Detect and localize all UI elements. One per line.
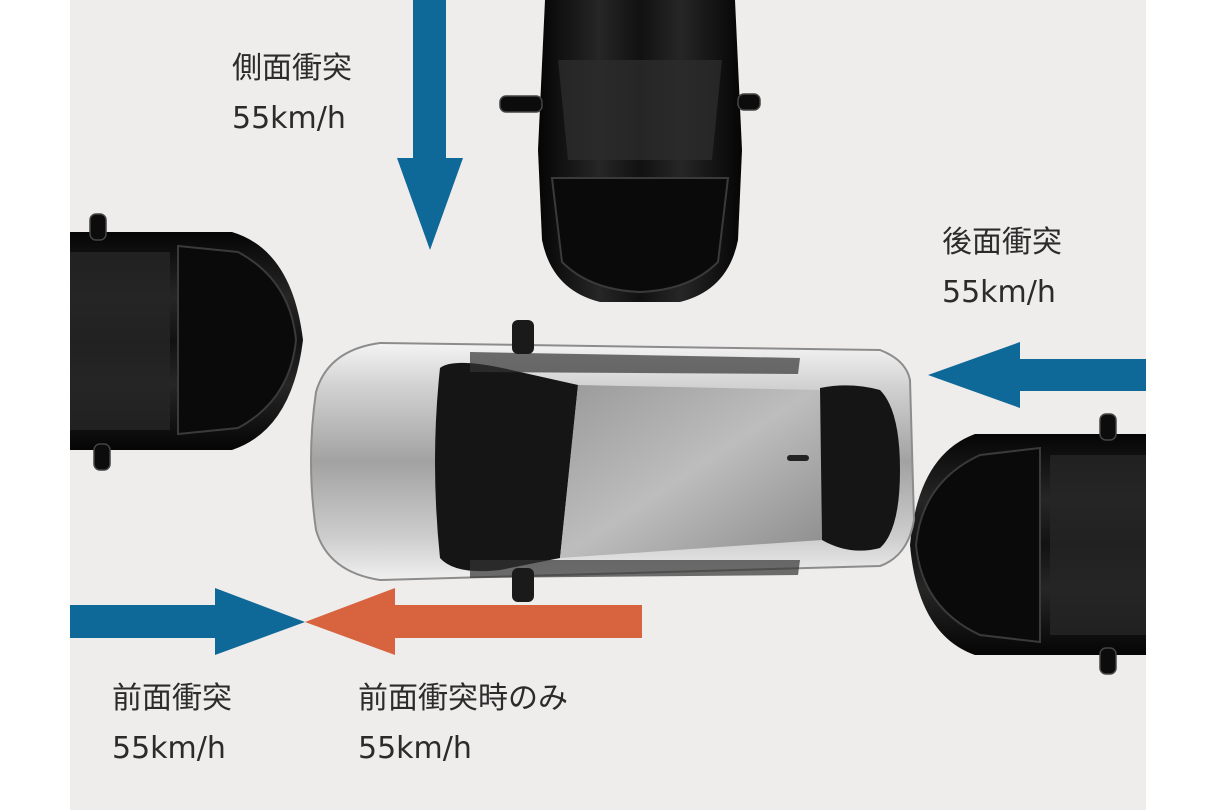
top-dark-car [499,0,761,302]
arrow-left-icon [305,588,642,655]
left-dark-car [70,213,303,471]
rear-collision-label: 後面衝突 55km/h [942,218,1062,318]
rear-collision-title: 後面衝突 [942,225,1062,260]
arrow-down-icon [397,0,463,250]
arrow-right-icon [70,588,305,655]
side-collision-speed: 55km/h [232,101,346,136]
arrow-left-icon [928,342,1146,408]
front-collision-only-title: 前面衝突時のみ [358,681,568,716]
front-collision-title: 前面衝突 [112,681,232,716]
front-collision-label: 前面衝突 55km/h [112,674,232,774]
silver-center-car [310,320,916,602]
front-collision-speed: 55km/h [112,731,226,766]
rear-collision-speed: 55km/h [942,275,1056,310]
side-collision-title: 側面衝突 [232,51,352,86]
right-dark-car [910,413,1146,675]
front-collision-only-label: 前面衝突時のみ 55km/h [358,674,568,774]
front-collision-only-speed: 55km/h [358,731,472,766]
side-collision-label: 側面衝突 55km/h [232,44,352,144]
